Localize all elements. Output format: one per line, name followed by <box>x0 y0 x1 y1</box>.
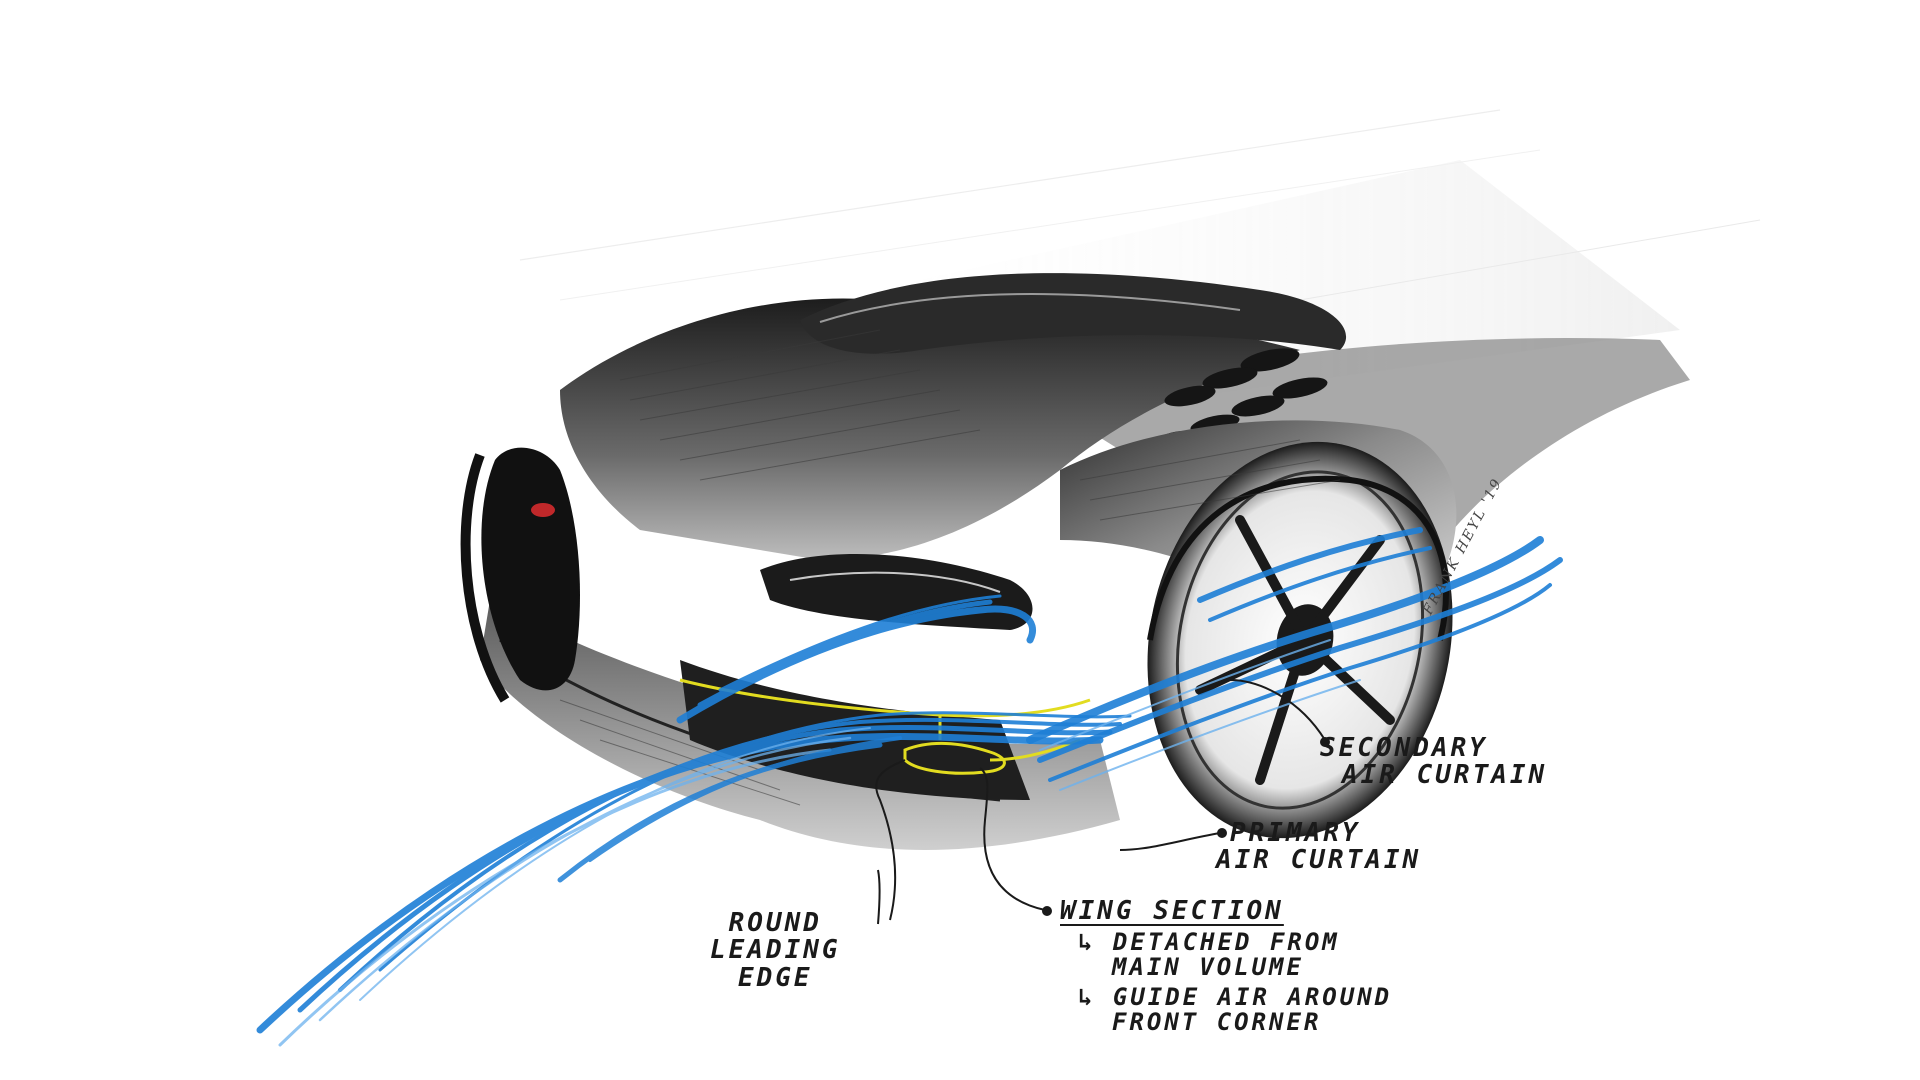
bullet-arrow-icon: ↳ <box>1078 928 1096 956</box>
leader-lines <box>875 679 1330 925</box>
wing-point-line: FRONT CORNER <box>1112 1008 1322 1037</box>
annotation-round-leading-edge: ROUND LEADING EDGE <box>710 908 841 993</box>
wing-point-line: MAIN VOLUME <box>1112 953 1304 982</box>
wing-section-title: WING SECTION <box>1060 896 1284 926</box>
annotation-line: SECONDARY <box>1320 733 1488 763</box>
wing-point-line: GUIDE AIR AROUND <box>1112 983 1393 1011</box>
horseshoe-grille <box>460 447 580 703</box>
badge-icon <box>531 503 555 517</box>
hood <box>560 297 1300 560</box>
bullet-arrow-icon: ↳ <box>1078 983 1096 1011</box>
annotation-wing-section: WING SECTION <box>1060 896 1284 926</box>
cowl <box>800 273 1347 354</box>
wheel-arch <box>1147 475 1449 641</box>
annotation-line: LEADING <box>710 935 841 966</box>
annotation-line: EDGE <box>737 962 813 993</box>
annotation-secondary-air-curtain: SECONDARY AIR CURTAIN <box>1320 733 1548 791</box>
wing-section-point-1: ↳ DETACHED FROM MAIN VOLUME <box>1078 928 1340 982</box>
airflow-streams <box>256 527 1563 1047</box>
annotation-line: AIR CURTAIN <box>1342 760 1548 791</box>
wing-point-line: DETACHED FROM <box>1112 928 1340 956</box>
annotation-line: PRIMARY <box>1230 818 1361 848</box>
annotation-line: ROUND <box>728 908 822 938</box>
wing-section-point-2: ↳ GUIDE AIR AROUND FRONT CORNER <box>1078 983 1393 1037</box>
pen-hatching <box>559 329 1341 806</box>
annotation-primary-air-curtain: PRIMARY AIR CURTAIN <box>1216 818 1421 875</box>
annotation-line: AIR CURTAIN <box>1216 845 1422 876</box>
